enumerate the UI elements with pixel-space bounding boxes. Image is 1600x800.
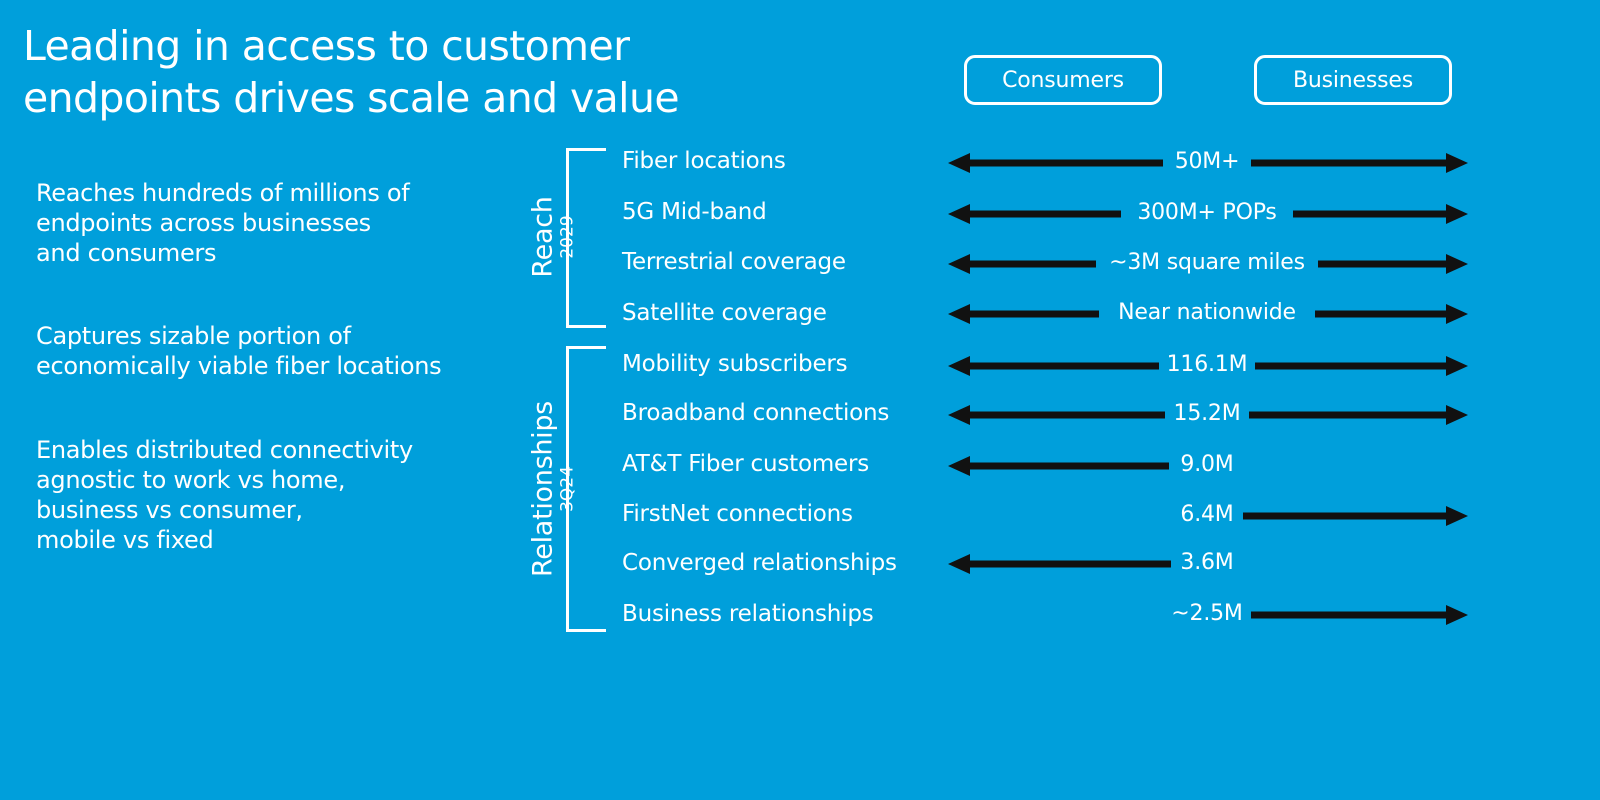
row-label-mobility-subscribers: Mobility subscribers bbox=[622, 351, 848, 377]
arrow-shaft bbox=[964, 362, 1159, 370]
row-label-att-fiber-customers: AT&T Fiber customers bbox=[622, 451, 870, 477]
slide-title-line-2: endpoints drives scale and value bbox=[23, 74, 680, 122]
arrow-head-left bbox=[948, 254, 970, 274]
arrow-shaft bbox=[964, 260, 1096, 268]
row-label-terrestrial-coverage: Terrestrial coverage bbox=[622, 249, 846, 275]
arrow-head-right bbox=[1446, 356, 1468, 376]
value-label: 50M+ bbox=[1174, 149, 1240, 174]
arrow-head-left bbox=[948, 153, 970, 173]
bullet-line: economically viable fiber locations bbox=[36, 352, 442, 380]
arrow-head-left bbox=[948, 356, 970, 376]
arrow-shaft bbox=[964, 411, 1165, 419]
bullet-connectivity: Enables distributed connectivity agnosti… bbox=[36, 435, 506, 555]
bullet-line: agnostic to work vs home, bbox=[36, 466, 346, 494]
relationships-group-period: 3Q24 bbox=[557, 466, 578, 512]
arrow-shaft bbox=[1251, 611, 1452, 619]
arrow-head-right bbox=[1446, 254, 1468, 274]
relationships-bracket bbox=[566, 346, 606, 632]
arrow-head-left bbox=[948, 456, 970, 476]
arrow-head-left bbox=[948, 554, 970, 574]
bullet-line: Enables distributed connectivity bbox=[36, 436, 413, 464]
bullet-line: endpoints across businesses bbox=[36, 209, 371, 237]
slide-title: Leading in access to customer endpoints … bbox=[23, 20, 923, 124]
arrow-head-right bbox=[1446, 405, 1468, 425]
bullet-line: and consumers bbox=[36, 239, 217, 267]
arrow-head-right bbox=[1446, 153, 1468, 173]
arrow-shaft bbox=[1251, 159, 1452, 167]
value-label: ~3M square miles bbox=[1109, 250, 1305, 275]
relationships-group-name: Relationships bbox=[527, 401, 559, 577]
row-label-converged-relationships: Converged relationships bbox=[622, 550, 897, 576]
arrow-shaft bbox=[964, 310, 1099, 318]
arrow-head-left bbox=[948, 204, 970, 224]
bullet-line: mobile vs fixed bbox=[36, 526, 214, 554]
arrow-shaft bbox=[1318, 260, 1452, 268]
arrow-head-right bbox=[1446, 204, 1468, 224]
row-label-fiber-locations: Fiber locations bbox=[622, 148, 786, 174]
row-label-broadband-connections: Broadband connections bbox=[622, 400, 890, 426]
bullet-reach: Reaches hundreds of millions of endpoint… bbox=[36, 178, 506, 268]
value-label: ~2.5M bbox=[1171, 601, 1243, 626]
slide-title-line-1: Leading in access to customer bbox=[23, 22, 630, 70]
arrow-head-left bbox=[948, 405, 970, 425]
arrow-shaft bbox=[1315, 310, 1452, 318]
reach-bracket bbox=[566, 148, 606, 328]
value-label: 116.1M bbox=[1166, 352, 1248, 377]
businesses-column-header: Businesses bbox=[1254, 55, 1452, 105]
reach-group-label: Reach 2029 bbox=[527, 196, 578, 278]
bullet-list: Reaches hundreds of millions of endpoint… bbox=[36, 178, 506, 555]
arrow-shaft bbox=[1243, 512, 1452, 520]
arrow-shaft bbox=[964, 462, 1169, 470]
value-label: 9.0M bbox=[1180, 452, 1234, 477]
row-label-firstnet-connections: FirstNet connections bbox=[622, 501, 853, 527]
bullet-line: Reaches hundreds of millions of bbox=[36, 179, 410, 207]
value-label: 15.2M bbox=[1173, 401, 1241, 426]
arrow-head-right bbox=[1446, 304, 1468, 324]
bullet-fiber: Captures sizable portion of economically… bbox=[36, 321, 506, 381]
relationships-group-label: Relationships 3Q24 bbox=[527, 401, 578, 577]
row-label-satellite-coverage: Satellite coverage bbox=[622, 300, 827, 326]
arrow-shaft bbox=[1249, 411, 1452, 419]
reach-group-period: 2029 bbox=[557, 215, 578, 259]
bullet-line: Captures sizable portion of bbox=[36, 322, 351, 350]
arrow-head-right bbox=[1446, 605, 1468, 625]
bullet-line: business vs consumer, bbox=[36, 496, 303, 524]
value-label: Near nationwide bbox=[1118, 300, 1296, 325]
value-label: 300M+ POPs bbox=[1137, 200, 1277, 225]
reach-group-name: Reach bbox=[527, 196, 559, 278]
consumers-column-header: Consumers bbox=[964, 55, 1162, 105]
arrow-shaft bbox=[1255, 362, 1452, 370]
arrow-head-left bbox=[948, 304, 970, 324]
value-label: 6.4M bbox=[1180, 502, 1234, 527]
arrow-shaft bbox=[964, 159, 1163, 167]
row-label-business-relationships: Business relationships bbox=[622, 601, 874, 627]
arrow-head-right bbox=[1446, 506, 1468, 526]
arrow-shaft bbox=[964, 560, 1171, 568]
arrow-shaft bbox=[964, 210, 1121, 218]
row-label-5g-mid-band: 5G Mid-band bbox=[622, 199, 767, 225]
arrow-shaft bbox=[1293, 210, 1452, 218]
value-label: 3.6M bbox=[1180, 550, 1234, 575]
